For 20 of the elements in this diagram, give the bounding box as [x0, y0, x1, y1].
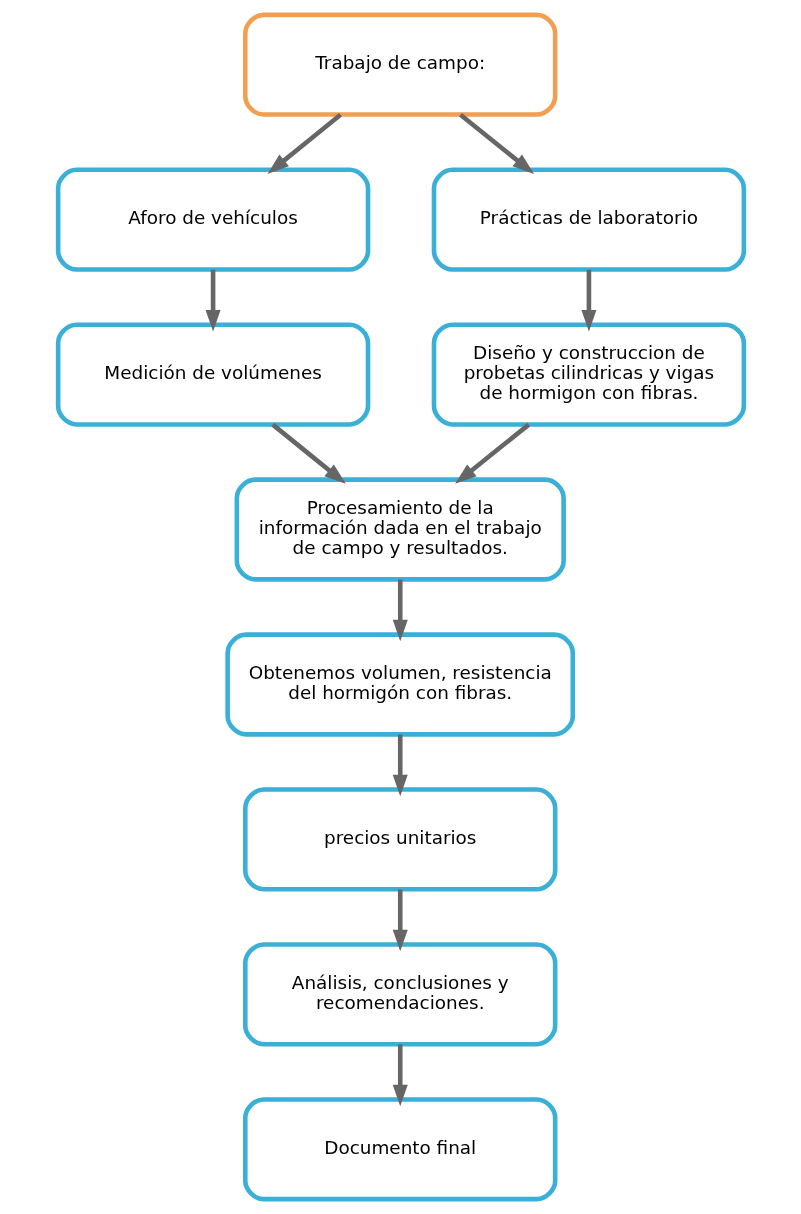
arrow	[458, 112, 534, 174]
node-box: Aforo de vehículos	[55, 167, 370, 272]
node-box: Obtenemos volumen, resistencia del hormigón con fibras.	[224, 632, 575, 737]
node-box: Procesamiento de la información dada en el trabajo de campo y resultados.	[234, 477, 566, 582]
arrow	[205, 269, 221, 332]
node-box: Medición de volúmenes	[55, 322, 370, 427]
arrow	[267, 112, 342, 174]
node-box: Documento final	[242, 1097, 557, 1202]
node-box: Prácticas de laboratorio	[431, 167, 746, 272]
arrow	[392, 889, 408, 952]
node-box: Trabajo de campo:	[242, 12, 557, 117]
arrow	[580, 269, 596, 332]
node-box: Análisis, conclusiones y recomendaciones.	[242, 942, 557, 1047]
arrow	[392, 734, 408, 797]
arrow	[270, 422, 346, 484]
node-box: Diseño y construccion de probetas cilindricas y vigas de hormigon con fibras.	[431, 322, 746, 427]
arrow	[392, 1044, 408, 1107]
arrow	[454, 422, 530, 484]
arrow	[392, 579, 408, 642]
node-box: precios unitarios	[242, 787, 557, 892]
